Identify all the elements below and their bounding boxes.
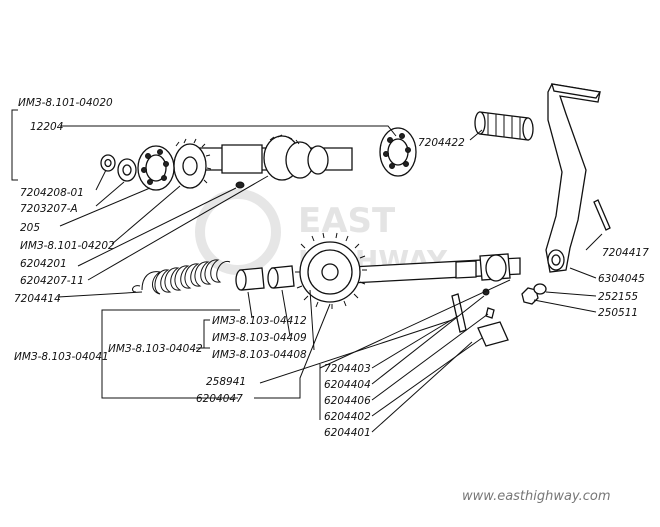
label-7204414: 7204414: [14, 293, 61, 305]
label-imz-8-103-04408: ИМЗ-8.103-04408: [212, 349, 307, 361]
label-imz-8-101-04020: ИМЗ-8.101-04020: [18, 97, 113, 109]
label-12204: 12204: [30, 121, 63, 133]
watermark-line1: EAST: [298, 201, 396, 241]
label-7204417: 7204417: [602, 247, 649, 259]
label-6204402: 6204402: [324, 411, 371, 423]
leader-lines: [11, 109, 603, 433]
label-imz-8-103-04412: ИМЗ-8.103-04412: [212, 315, 307, 327]
pedal-rubber: [474, 111, 534, 141]
footer-site-url: www.easthighway.com: [462, 489, 611, 504]
label-7203207-a: 7203207-А: [20, 203, 78, 215]
left-bearing: [137, 145, 175, 191]
label-7204403: 7204403: [324, 363, 371, 375]
label-6204047: 6204047: [196, 393, 243, 405]
label-6204201: 6204201: [20, 258, 67, 270]
lock-washer: [533, 283, 547, 295]
bushings: [235, 265, 295, 291]
small-pin: [235, 181, 245, 189]
label-252155: 252155: [598, 291, 638, 303]
pin: [451, 293, 467, 333]
label-7204208-01: 7204208-01: [20, 187, 84, 199]
label-6304045: 6304045: [598, 273, 645, 285]
label-6204404: 6204404: [324, 379, 371, 391]
small-gear: [173, 138, 212, 189]
label-250511: 250511: [598, 307, 638, 319]
return-spring: [132, 259, 231, 295]
pawl: [477, 321, 509, 347]
right-bearing: [379, 127, 417, 177]
gear-block: [263, 134, 329, 181]
kickstart-lever: [545, 83, 611, 273]
label-6204207-11: 6204207-11: [20, 275, 84, 287]
label-imz-8-103-04042: ИМЗ-8.103-04042: [108, 343, 203, 355]
spring-small: [485, 307, 495, 319]
label-6204401: 6204401: [324, 427, 371, 439]
label-258941: 258941: [206, 376, 246, 388]
upper-shaft-assembly: [100, 127, 417, 191]
ratchet-gear: [295, 232, 367, 309]
part-labels: ИМЗ-8.101-04020 12204 7204208-01 7203207…: [14, 97, 649, 439]
label-imz-8-101-04202: ИМЗ-8.101-04202: [20, 240, 115, 252]
label-7204422: 7204422: [418, 137, 465, 149]
label-imz-8-103-04041: ИМЗ-8.103-04041: [14, 351, 109, 363]
label-imz-8-103-04409: ИМЗ-8.103-04409: [212, 332, 307, 344]
label-6204406: 6204406: [324, 395, 371, 407]
lower-shaft-assembly: [132, 232, 547, 347]
label-205: 205: [20, 222, 40, 234]
lever-bolt: [593, 199, 611, 231]
